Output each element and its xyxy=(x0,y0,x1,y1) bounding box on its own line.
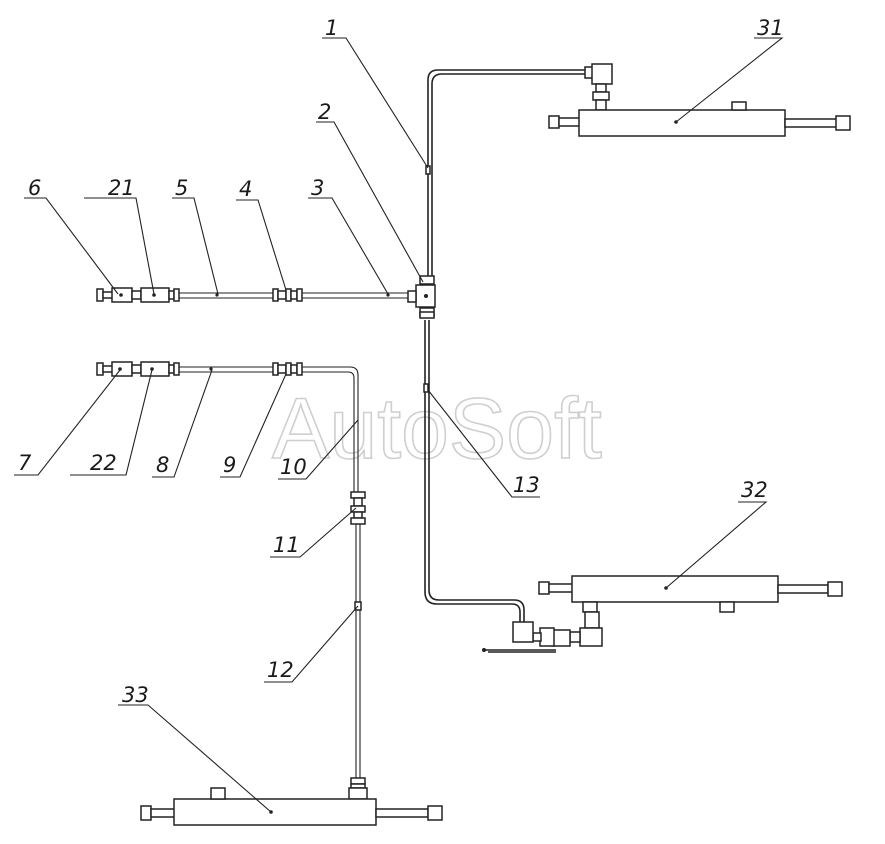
label-32: 32 xyxy=(741,478,768,502)
label-11: 11 xyxy=(273,533,300,557)
label-12: 12 xyxy=(267,658,294,682)
label-2: 2 xyxy=(318,100,331,124)
label-3: 3 xyxy=(311,176,324,200)
cylinder-31 xyxy=(548,63,851,137)
label-5: 5 xyxy=(175,176,188,200)
cylinder-32 xyxy=(482,575,843,653)
label-21: 21 xyxy=(108,176,135,200)
label-6: 6 xyxy=(28,176,41,200)
watermark: AutoSoft xyxy=(272,381,602,477)
lower-line xyxy=(96,361,368,800)
main-trunk-pipe xyxy=(423,69,585,622)
label-4: 4 xyxy=(239,177,252,201)
label-7: 7 xyxy=(18,451,32,475)
label-1: 1 xyxy=(325,16,338,40)
label-10: 10 xyxy=(280,455,307,479)
label-13: 13 xyxy=(513,473,540,497)
label-33: 33 xyxy=(122,683,149,707)
label-31: 31 xyxy=(757,16,784,40)
label-8: 8 xyxy=(156,453,169,477)
label-22: 22 xyxy=(90,451,117,475)
cylinder-33 xyxy=(140,787,443,826)
upper-line xyxy=(96,287,408,303)
part-labels: 1 2 3 4 5 6 21 7 22 8 9 10 11 12 13 31 3… xyxy=(18,16,784,707)
tee-fitting xyxy=(407,275,436,319)
leader-lines xyxy=(14,37,784,813)
label-9: 9 xyxy=(223,453,236,477)
